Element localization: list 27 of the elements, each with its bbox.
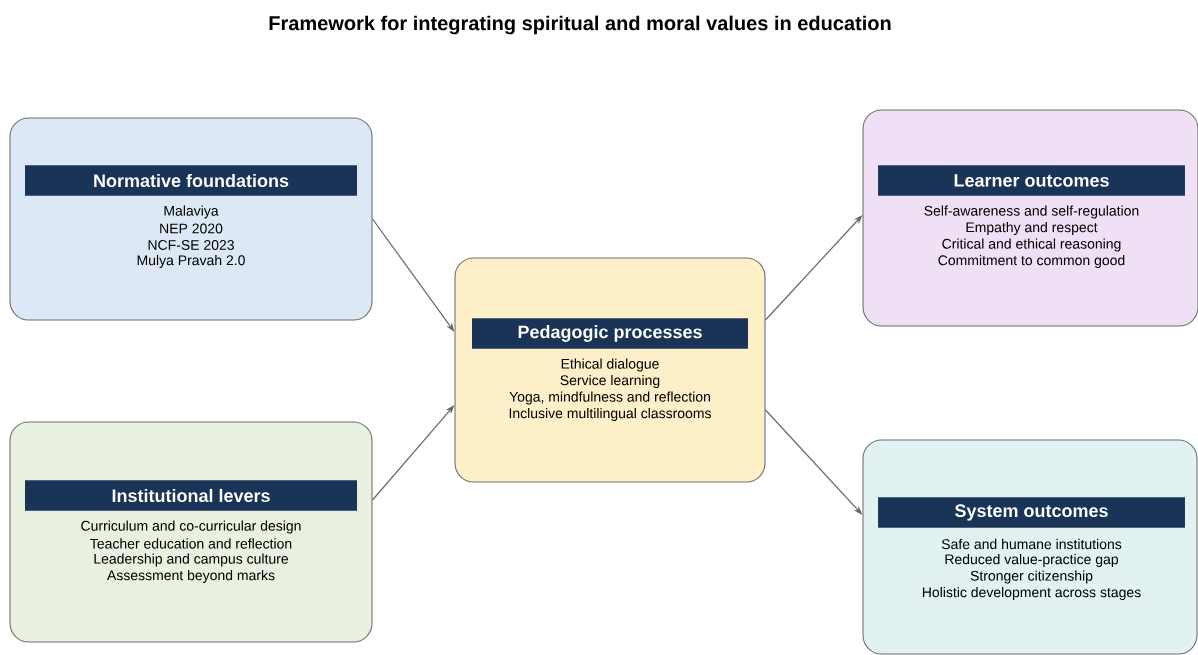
list-item: Ethical dialogue [561,358,659,372]
arrow [371,218,455,332]
list-item: Critical and ethical reasoning [942,238,1121,252]
header-band: Learner outcomes [878,165,1185,196]
header-band: Pedagogic processes [472,318,748,349]
list-item: NEP 2020 [160,223,223,234]
header-band: Institutional levers [25,480,357,511]
list-item: Teacher education and reflection [90,538,292,549]
list-item: Yoga, mindfulness and reflection [509,391,710,405]
list-item: Assessment beyond marks [107,569,275,583]
list-item: Self-awareness and self-regulation [924,205,1139,219]
list-item: NCF-SE 2023 [148,240,234,250]
list-item: Reduced value-practice gap [945,553,1119,567]
list-item: Mulya Pravah 2.0 [137,254,245,268]
list-item: Commitment to common good [938,254,1125,268]
list-item: Empathy and respect [966,221,1098,235]
list-item: Stronger citizenship [970,570,1093,584]
list-item: Malaviya [164,205,219,219]
list-item: Holistic development across stages [922,586,1141,600]
header-band: Normative foundations [25,165,357,196]
title: Framework for integrating spiritual and moral values in education [269,15,891,35]
list-item: Inclusive multilingual classrooms [509,407,711,421]
list-item: Curriculum and co-curricular design [81,520,301,534]
list-item: Service learning [560,374,660,388]
header-band: System outcomes [878,497,1185,528]
list-item: Safe and humane institutions [941,538,1122,550]
list-item: Leadership and campus culture [94,553,288,567]
